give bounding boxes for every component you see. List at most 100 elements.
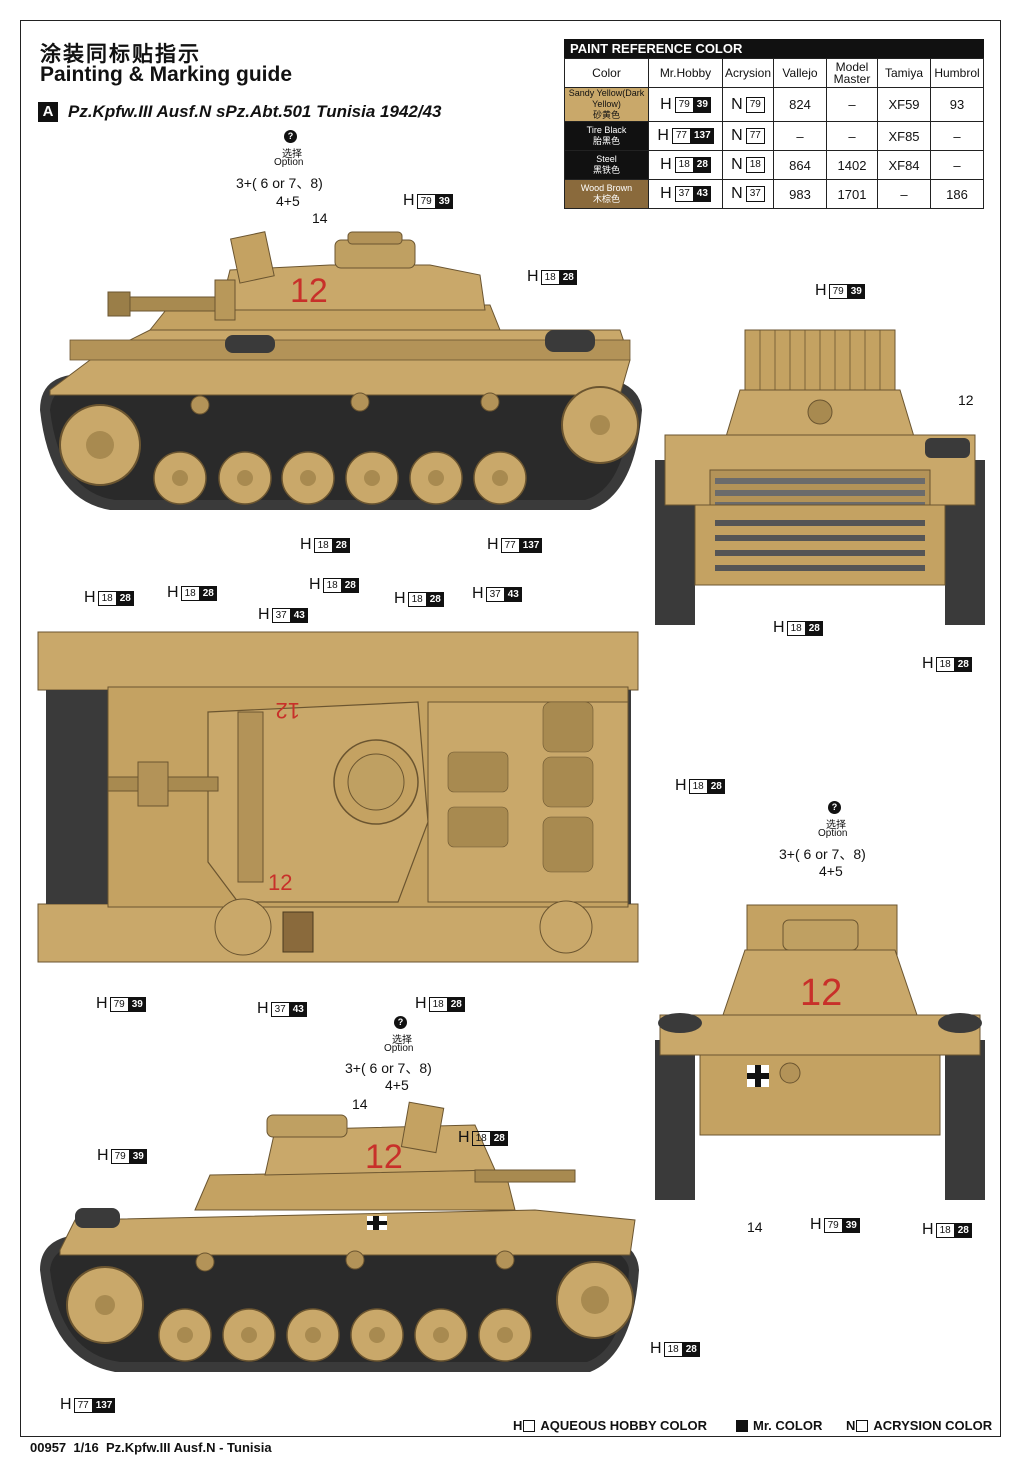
swatch-name-cn: 砂黄色 (592, 110, 620, 120)
h-letter: H (815, 282, 827, 299)
col-tamiya: Tamiya (877, 58, 931, 88)
col-vallejo: Vallejo (773, 58, 827, 88)
option-line2: 4+5 (385, 1077, 409, 1093)
callout-dark: 39 (435, 193, 453, 209)
callout-box: 18 (407, 591, 427, 607)
callout-dark: 28 (332, 537, 350, 553)
callout-box: 37 (485, 586, 505, 602)
callout-dark: 43 (290, 607, 308, 623)
label-14: 14 (312, 210, 328, 226)
vallejo-cell: 824 (773, 87, 827, 122)
option-en: Option (384, 1043, 414, 1054)
h-letter: H (657, 127, 669, 144)
footer-scale: 1/16 (73, 1440, 99, 1455)
callout-dark: 137 (519, 537, 543, 553)
h-letter: H (922, 655, 934, 672)
vallejo-cell: 983 (773, 179, 827, 209)
option-icon: ? (284, 130, 297, 143)
h-box: 37 (674, 186, 694, 202)
legend-mr-color: Mr. COLOR (735, 1418, 822, 1433)
vallejo-cell: – (773, 121, 827, 151)
h-dark: 28 (693, 157, 711, 173)
h-letter: H (810, 1216, 822, 1233)
title-chinese: 涂装同标贴指示 (40, 42, 201, 66)
callout-dark: 28 (954, 1222, 972, 1238)
n-letter: N (731, 127, 743, 144)
tamiya-cell: – (877, 179, 931, 209)
callout-box: 79 (416, 193, 436, 209)
callout-box: 37 (270, 1001, 290, 1017)
option-icon: ? (394, 1016, 407, 1029)
h-letter: H (650, 1340, 662, 1357)
swatch-name-en: Sandy Yellow(Dark Yellow) (568, 88, 645, 109)
h-box: 18 (674, 157, 694, 173)
h-letter: H (415, 995, 427, 1012)
humbrol-cell: – (930, 150, 984, 180)
footer: 00957 1/16 Pz.Kpfw.III Ausf.N - Tunisia (30, 1440, 272, 1455)
option-line1: 3+( 6 or 7、8) (345, 1060, 432, 1076)
callout-box: 18 (935, 1222, 955, 1238)
callout-dark: 137 (92, 1397, 116, 1413)
callout-dark: 28 (341, 577, 359, 593)
col-humbrol: Humbrol (930, 58, 984, 88)
swatch-name-en: Steel (596, 154, 617, 164)
callout-dark: 28 (490, 1130, 508, 1146)
h-letter: H (675, 777, 687, 794)
h-letter: H (300, 536, 312, 553)
callout-box: 77 (73, 1397, 93, 1413)
paint-reference-table: PAINT REFERENCE COLOR Color Mr.Hobby Acr… (564, 39, 984, 209)
col-modelmaster: Model Master (826, 58, 878, 88)
swatch-name-cn: 黑铁色 (592, 165, 620, 175)
turret-number-left: 12 (290, 272, 328, 310)
n-letter: N (731, 95, 743, 113)
option-cn: 选择 (826, 820, 846, 831)
legend-aqueous-text: AQUEOUS HOBBY COLOR (540, 1418, 707, 1433)
tank-left-side-view: 12 (40, 231, 642, 510)
callout-box: 37 (271, 607, 291, 623)
n-letter: N (731, 156, 743, 173)
humbrol-cell: 93 (930, 87, 984, 122)
tamiya-cell: XF84 (877, 150, 931, 180)
option-icon: ? (828, 801, 841, 814)
option-en: Option (818, 828, 848, 839)
h-letter: H (922, 1221, 934, 1238)
callout-dark: 28 (682, 1341, 700, 1357)
callout-box: 79 (110, 1148, 130, 1164)
legend-n-letter: N (846, 1418, 856, 1433)
label-12: 12 (958, 392, 974, 408)
callout-box: 18 (471, 1130, 491, 1146)
legend-h-letter: H (513, 1418, 523, 1433)
callout-dark: 28 (199, 585, 217, 601)
h-letter: H (258, 606, 270, 623)
h-letter: H (472, 585, 484, 602)
n-box: 37 (745, 186, 765, 202)
scheme-badge: A (38, 102, 58, 122)
turret-number-rear: 12 (800, 972, 842, 1014)
modelmaster-cell: 1701 (826, 179, 878, 209)
col-acrysion: Acrysion (722, 58, 774, 88)
n-letter: N (731, 185, 743, 202)
label-14: 14 (747, 1219, 763, 1235)
humbrol-cell: 186 (930, 179, 984, 209)
callout-dark: 28 (426, 591, 444, 607)
h-letter: H (403, 192, 415, 209)
callout-box: 77 (500, 537, 520, 553)
